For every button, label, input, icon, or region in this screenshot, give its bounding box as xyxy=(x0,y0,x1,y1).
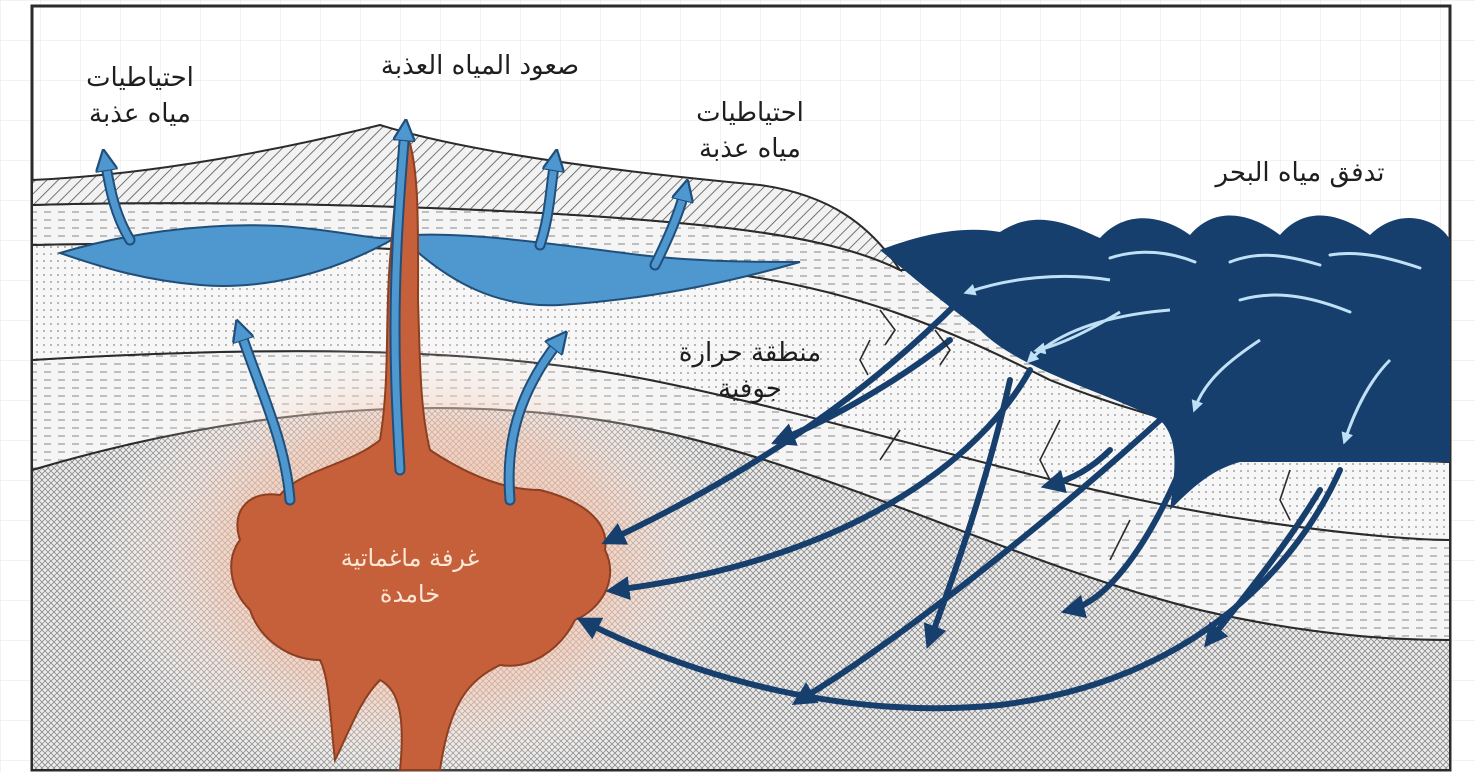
label-line: تدفق مياه البحر xyxy=(1180,155,1420,191)
label-fresh-reserves-left: احتياطيات مياه عذبة xyxy=(40,60,240,132)
label-line: غرفة ماغماتية xyxy=(300,540,520,576)
label-line: مياه عذبة xyxy=(650,131,850,167)
label-fresh-water-rising: صعود المياه العذبة xyxy=(330,48,630,84)
label-line: صعود المياه العذبة xyxy=(330,48,630,84)
label-line: جوفية xyxy=(650,371,850,407)
label-line: مياه عذبة xyxy=(40,96,240,132)
label-line: منطقة حرارة xyxy=(650,335,850,371)
label-seawater-inflow: تدفق مياه البحر xyxy=(1180,155,1420,191)
label-line: خامدة xyxy=(300,576,520,612)
label-fresh-reserves-right: احتياطيات مياه عذبة xyxy=(650,95,850,167)
label-magma-chamber: غرفة ماغماتية خامدة xyxy=(300,540,520,612)
label-line: احتياطيات xyxy=(650,95,850,131)
label-geothermal-zone: منطقة حرارة جوفية xyxy=(650,335,850,407)
label-line: احتياطيات xyxy=(40,60,240,96)
